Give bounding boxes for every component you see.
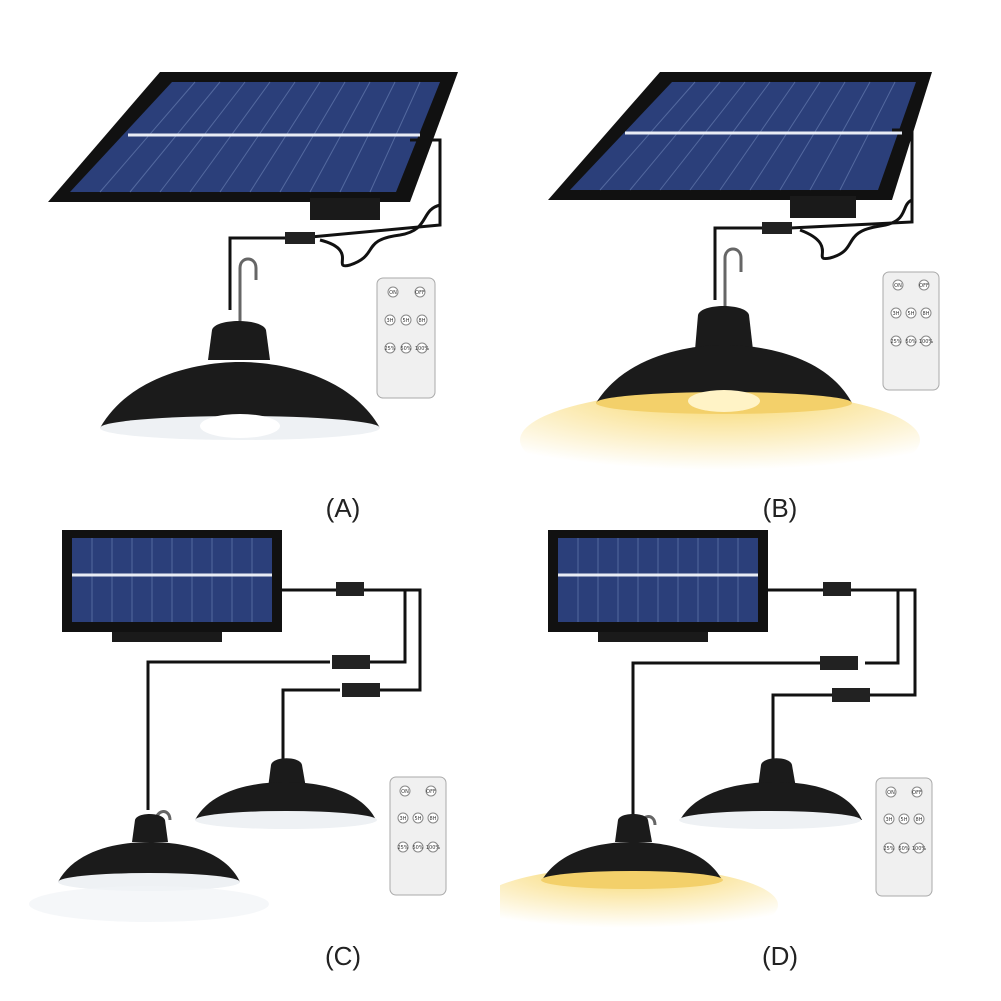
remote-button-5h: 5H — [415, 816, 422, 822]
remote-button-5h: 5H — [403, 318, 410, 324]
hook — [723, 247, 743, 320]
remote-button-on: ON — [401, 789, 409, 795]
power-cable — [713, 128, 914, 300]
remote-button-25: 25% — [890, 339, 901, 345]
pendant-lamp-front — [29, 814, 269, 922]
pendant-lamp — [596, 306, 852, 414]
remote-button-50: 50% — [898, 846, 909, 852]
remote-button-100: 100% — [426, 845, 441, 851]
remote-button-100: 100% — [415, 346, 430, 352]
hook — [238, 257, 258, 328]
remote-button-25: 25% — [384, 346, 395, 352]
remote-button-50: 50% — [400, 346, 411, 352]
remote-control: ON OFF 3H 5H 8H 25% 50% 100% — [389, 776, 447, 896]
caption-b: (B) — [762, 493, 798, 523]
double-lamp-kit-warm-illustration: ON OFF 3H 5H 8H 25% 50% 100% — [500, 530, 933, 940]
single-lamp-kit-white-illustration: ON OFF 3H 5H 8H 25% 50% 100% — [48, 72, 458, 440]
remote-control: ON OFF 3H 5H 8H 25% 50% 100% — [882, 271, 940, 391]
cable-connector — [336, 582, 364, 596]
cable-connector — [332, 655, 370, 669]
cable-connector — [820, 656, 858, 670]
cable-connector — [823, 582, 851, 596]
remote-button-50: 50% — [905, 339, 916, 345]
product-panel-a: ON OFF 3H 5H 8H 25% 50% 100% — [0, 0, 500, 500]
solar-panel — [548, 530, 768, 642]
remote-button-on: ON — [887, 790, 895, 796]
single-lamp-kit-warm-illustration: ON OFF 3H 5H 8H 25% 50% 100% — [520, 72, 940, 490]
remote-button-8h: 8H — [916, 817, 923, 823]
remote-button-off: OFF — [426, 789, 436, 795]
pendant-lamp-back — [679, 758, 862, 829]
pendant-lamp — [100, 321, 380, 440]
caption-a: (A) — [325, 493, 361, 523]
solar-panel — [548, 72, 932, 218]
remote-button-8h: 8H — [430, 816, 437, 822]
remote-button-off: OFF — [415, 290, 425, 296]
remote-button-8h: 8H — [419, 318, 426, 324]
remote-control: ON OFF 3H 5H 8H 25% 50% 100% — [875, 777, 933, 897]
remote-button-5h: 5H — [901, 817, 908, 823]
warm-light-glow — [520, 390, 920, 490]
remote-button-3h: 3H — [893, 311, 900, 317]
caption-c: (C) — [324, 941, 362, 971]
solar-panel — [62, 530, 282, 642]
remote-button-25: 25% — [883, 846, 894, 852]
remote-control: ON OFF 3H 5H 8H 25% 50% 100% — [376, 277, 436, 399]
cable-connector — [342, 683, 380, 697]
power-cable — [228, 138, 442, 310]
remote-button-3h: 3H — [387, 318, 394, 324]
remote-button-on: ON — [389, 290, 397, 296]
cable-connector — [285, 232, 315, 244]
solar-panel — [48, 72, 458, 220]
remote-button-5h: 5H — [908, 311, 915, 317]
remote-button-8h: 8H — [923, 311, 930, 317]
remote-button-3h: 3H — [886, 817, 893, 823]
remote-button-100: 100% — [912, 846, 927, 852]
product-panel-b: ON OFF 3H 5H 8H 25% 50% 100% — [500, 0, 1001, 500]
cable-connector — [762, 222, 792, 234]
pendant-lamp-front — [541, 814, 723, 889]
remote-button-off: OFF — [912, 790, 922, 796]
remote-button-on: ON — [894, 283, 902, 289]
cable-connector — [832, 688, 870, 702]
product-panel-c: ON OFF 3H 5H 8H 25% 50% 100% — [0, 520, 500, 940]
remote-button-3h: 3H — [400, 816, 407, 822]
remote-button-25: 25% — [397, 845, 408, 851]
remote-button-off: OFF — [919, 283, 929, 289]
double-lamp-kit-white-illustration: ON OFF 3H 5H 8H 25% 50% 100% — [29, 530, 447, 922]
remote-button-100: 100% — [919, 339, 934, 345]
product-panel-d: ON OFF 3H 5H 8H 25% 50% 100% — [500, 520, 1001, 940]
pendant-lamp-back — [195, 758, 377, 829]
caption-d: (D) — [761, 941, 799, 971]
remote-button-50: 50% — [412, 845, 423, 851]
